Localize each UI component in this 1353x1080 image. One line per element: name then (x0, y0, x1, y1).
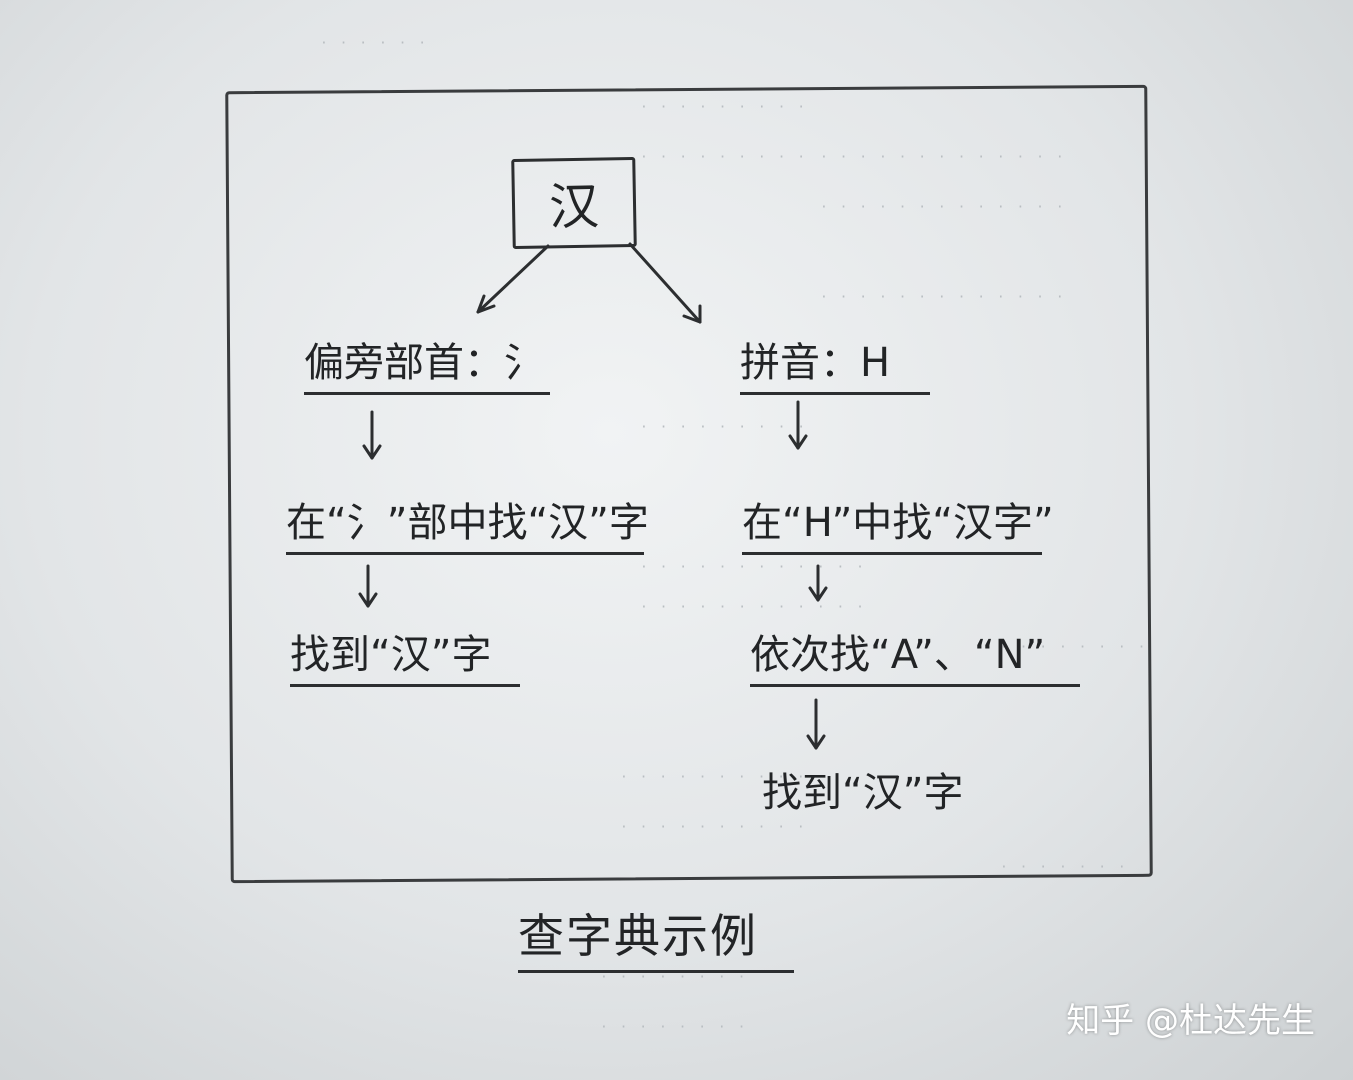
left-found-step: 找到“汉”字 (290, 622, 520, 687)
arrowhead-left-search-to-found (358, 592, 378, 608)
diagram-caption-text: 查字典示例 (518, 909, 758, 963)
radical-step: 偏旁部首：氵 (304, 330, 550, 395)
arrow-root-to-pinyin (628, 242, 702, 324)
radical-step-text: 偏旁部首：氵 (304, 340, 544, 386)
sequence-step: 依次找“A”、“N” (750, 622, 1080, 687)
arrow-root-to-radical (476, 244, 550, 314)
left-search-step: 在“氵”部中找“汉”字 (286, 490, 649, 555)
arrowhead-root-to-pinyin (682, 304, 702, 324)
right-search-step-text: 在“H”中找“汉字” (742, 500, 1054, 546)
left-search-step-text: 在“氵”部中找“汉”字 (286, 500, 649, 546)
arrowhead-radical-to-search (362, 444, 382, 460)
pinyin-step: 拼音：H (740, 330, 930, 395)
arrowhead-root-to-radical (476, 294, 496, 314)
arrowhead-sequence-to-found (806, 734, 826, 750)
watermark: 知乎 @杜达先生 (1066, 1001, 1315, 1041)
left-found-step-text: 找到“汉”字 (290, 632, 492, 678)
arrowhead-pinyin-to-search (788, 434, 808, 450)
right-found-step: 找到“汉”字 (762, 760, 963, 818)
arrowhead-right-search-to-sequence (808, 586, 828, 602)
right-found-step-text: 找到“汉”字 (762, 770, 964, 816)
diagram-caption: 查字典示例 (518, 900, 794, 973)
sequence-step-text: 依次找“A”、“N” (750, 632, 1046, 678)
pinyin-step-text: 拼音：H (740, 340, 891, 386)
right-search-step: 在“H”中找“汉字” (742, 490, 1054, 555)
